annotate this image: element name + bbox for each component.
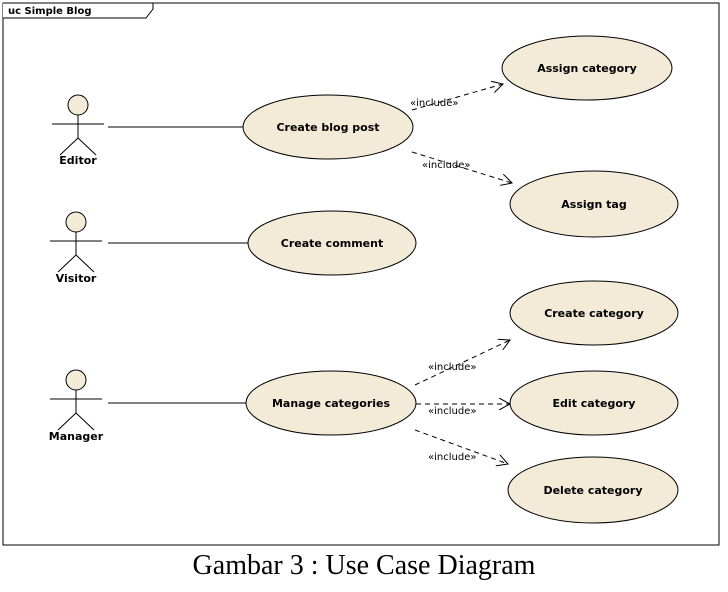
usecase-edit-category[interactable]: Edit category xyxy=(509,370,679,436)
usecase-assign-category[interactable]: Assign category xyxy=(501,35,673,101)
actor-label: Visitor xyxy=(56,272,97,285)
usecase-label: Assign tag xyxy=(561,198,626,211)
usecase-label: Create category xyxy=(544,307,644,320)
include-arrow-delete-category xyxy=(414,429,508,464)
include-label: «include» xyxy=(410,98,458,109)
usecase-label: Edit category xyxy=(553,397,636,410)
usecase-label: Create comment xyxy=(281,237,383,250)
actor-visitor[interactable]: Visitor xyxy=(50,211,102,285)
usecase-create-category[interactable]: Create category xyxy=(509,280,679,346)
actor-editor[interactable]: Editor xyxy=(52,94,104,167)
usecase-label: Delete category xyxy=(543,484,642,497)
include-label: «include» xyxy=(428,406,476,417)
usecase-create-blog-post[interactable]: Create blog post xyxy=(242,94,414,160)
include-label: «include» xyxy=(422,160,470,171)
usecase-label: Assign category xyxy=(537,62,637,75)
frame-tag: uc Simple Blog xyxy=(8,6,92,17)
usecase-create-comment[interactable]: Create comment xyxy=(247,210,417,276)
usecase-label: Manage categories xyxy=(272,397,391,410)
include-arrow-assign-category xyxy=(411,84,503,111)
diagram-frame xyxy=(2,2,720,546)
actor-label: Editor xyxy=(59,154,97,167)
usecase-label: Create blog post xyxy=(276,121,379,134)
include-label: «include» xyxy=(428,362,476,373)
frame-tag-box xyxy=(3,2,154,19)
usecase-delete-category[interactable]: Delete category xyxy=(507,456,679,524)
figure-caption: Gambar 3 : Use Case Diagram xyxy=(192,550,536,581)
actor-manager[interactable]: Manager xyxy=(49,369,104,443)
actor-label: Manager xyxy=(49,430,104,443)
usecase-assign-tag[interactable]: Assign tag xyxy=(509,170,679,238)
usecase-manage-categories[interactable]: Manage categories xyxy=(245,370,417,436)
include-label: «include» xyxy=(428,452,476,463)
